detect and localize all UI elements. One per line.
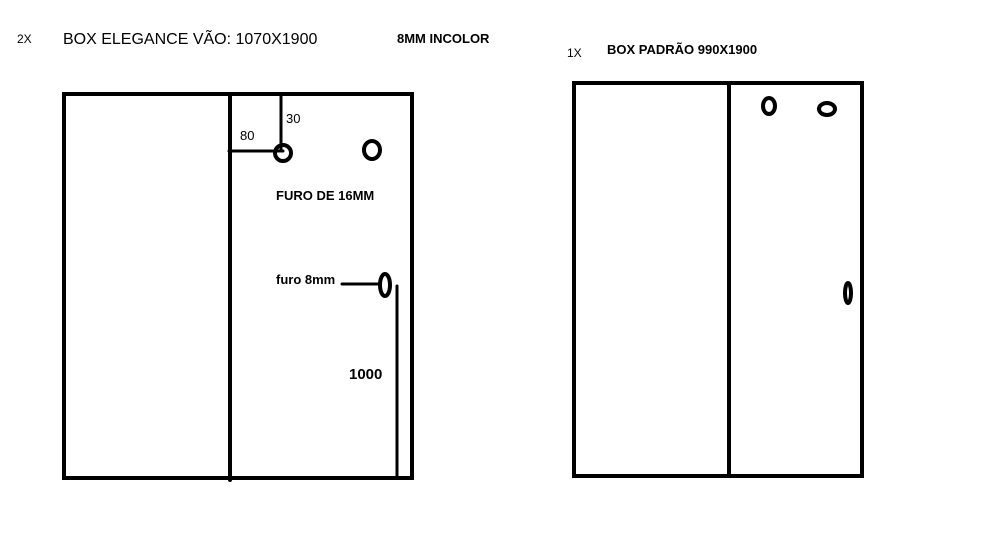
hole-16mm-note: FURO DE 16MM (276, 188, 375, 203)
left-title: BOX ELEGANCE VÃO: 1070X1900 (63, 31, 318, 48)
dimension-label-30: 30 (286, 111, 301, 126)
dimension-label-80: 80 (240, 128, 255, 143)
left-quantity: 2X (17, 32, 32, 46)
right-hole-1 (761, 96, 777, 116)
right-title: BOX PADRÃO 990X1900 (607, 42, 758, 57)
right-box-frame (572, 81, 864, 478)
dimension-label-1000: 1000 (349, 366, 383, 383)
hole-8mm (378, 272, 392, 298)
left-box-frame (62, 92, 414, 480)
hole-16mm (362, 139, 382, 161)
right-hole-handle (843, 281, 853, 305)
hole-8mm-note: furo 8mm (276, 272, 336, 287)
glass-spec: 8MM INCOLOR (397, 31, 490, 46)
hole-16mm-marked (273, 143, 293, 163)
right-hole-2 (817, 101, 837, 117)
right-quantity: 1X (567, 46, 582, 60)
